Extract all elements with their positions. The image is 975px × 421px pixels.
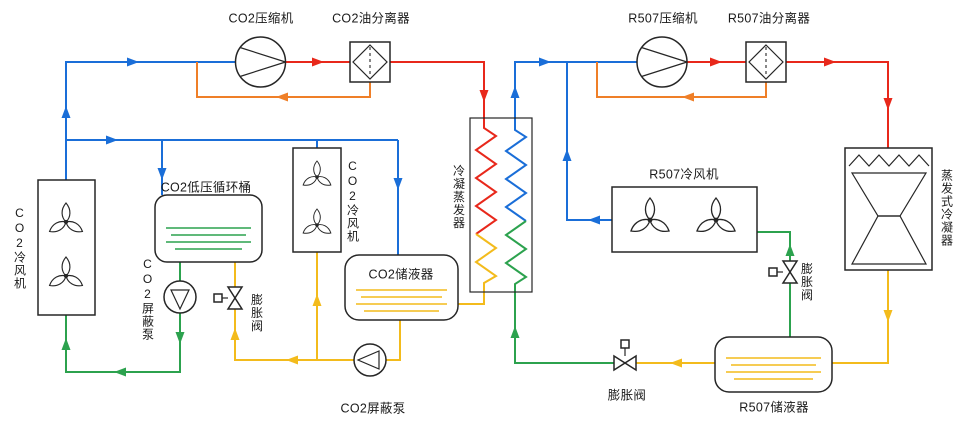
- flow-arrow-icon: [562, 149, 572, 161]
- expansion-valve-left: [213, 286, 244, 310]
- co2-lp-circulation-barrel: [154, 194, 263, 263]
- liquid-level-lines: [356, 289, 447, 312]
- separator-diamond-icon: [748, 44, 784, 80]
- flow-arrow-icon: [824, 57, 836, 67]
- flow-arrow-icon: [883, 310, 893, 322]
- flow-arrow-icon: [539, 57, 551, 67]
- flow-arrow-icon: [588, 215, 600, 225]
- flow-arrow-icon: [114, 367, 126, 377]
- valve-handle-icon: [768, 267, 778, 277]
- label-co2-receiver: CO2储液器: [368, 267, 434, 282]
- r507-discharge-pipes: [687, 61, 889, 148]
- liquid-level-lines: [166, 227, 251, 250]
- valve-handle-icon: [213, 293, 223, 303]
- pump-triangle-icon: [356, 350, 380, 370]
- label-co2-pump-bottom: CO2屏蔽泵: [340, 401, 406, 416]
- label-co2-compressor: CO2压缩机: [228, 11, 294, 26]
- co2-air-cooler-mid: [292, 147, 342, 253]
- label-condenser-evaporator: 冷凝蒸发器: [451, 164, 466, 230]
- liquid-level-lines: [726, 357, 821, 380]
- flow-arrow-icon: [286, 355, 298, 365]
- condenser-sump-icon: [850, 215, 928, 265]
- co2-air-cooler-left: [37, 179, 96, 316]
- flow-arrow-icon: [175, 332, 185, 344]
- drift-eliminator-icon: [848, 154, 930, 167]
- flow-arrow-icon: [61, 106, 71, 118]
- co2-canned-pump-bottom: [353, 343, 387, 377]
- flow-arrow-icon: [106, 135, 118, 145]
- flow-arrow-icon: [127, 57, 139, 67]
- flow-arrow-icon: [61, 338, 71, 350]
- flow-arrow-icon: [312, 57, 324, 67]
- flow-arrow-icon: [510, 86, 520, 98]
- flow-arrow-icon: [710, 57, 722, 67]
- liquid-pipes-yellow: [234, 233, 889, 364]
- label-r507-air-cooler: R507冷风机: [649, 167, 719, 182]
- co2-canned-pump-left: [163, 280, 197, 314]
- r507-air-cooler: [611, 186, 758, 253]
- expansion-valve-bottom: [613, 339, 637, 372]
- label-r507-compressor: R507压缩机: [628, 11, 698, 26]
- label-co2-pump-left: CO2屏蔽泵: [140, 257, 155, 341]
- label-r507-receiver: R507储液器: [739, 400, 809, 415]
- r507-compressor: [636, 36, 688, 88]
- flow-arrow-icon: [230, 328, 240, 340]
- label-co2-air-cooler-mid: CO2冷风机: [345, 159, 360, 243]
- co2-oil-separator: [349, 41, 391, 83]
- compressor-symbol-icon: [239, 46, 286, 78]
- label-co2-air-cooler-left: CO2冷风机: [12, 206, 27, 290]
- flow-arrow-icon: [682, 92, 694, 102]
- r507-oil-separator: [745, 41, 787, 83]
- valve-handle-icon: [620, 339, 630, 349]
- r507-receiver: [714, 336, 833, 393]
- label-co2-lp-barrel: CO2低压循环桶: [160, 180, 252, 195]
- co2-compressor: [234, 36, 287, 88]
- compressor-symbol-icon: [641, 46, 688, 78]
- label-co2-oil-separator: CO2油分离器: [332, 11, 410, 26]
- flow-arrow-icon: [510, 326, 520, 338]
- label-r507-oil-separator: R507油分离器: [727, 11, 811, 26]
- co2-receiver: [344, 254, 459, 321]
- label-expansion-valve-right: 膨胀阀: [799, 262, 814, 302]
- evaporative-condenser: [844, 147, 933, 271]
- co2-suction-pipes: [65, 61, 399, 255]
- label-expansion-valve-bottom: 膨胀阀: [607, 388, 647, 403]
- flow-arrow-icon: [393, 178, 403, 190]
- flow-arrow-icon: [276, 92, 288, 102]
- flow-arrow-icon: [883, 98, 893, 110]
- cascade-condenser-evaporator: [469, 117, 533, 293]
- expansion-valve-right: [768, 260, 799, 284]
- flow-arrow-icon: [670, 358, 682, 368]
- label-expansion-valve-left: 膨胀阀: [249, 293, 264, 333]
- pump-triangle-icon: [170, 289, 190, 311]
- flow-arrow-icon: [479, 90, 489, 102]
- separator-diamond-icon: [352, 44, 388, 80]
- flow-arrow-icon: [785, 244, 795, 256]
- label-evaporative-condenser: 蒸发式冷凝器: [939, 169, 954, 247]
- flow-arrow-icon: [312, 294, 322, 306]
